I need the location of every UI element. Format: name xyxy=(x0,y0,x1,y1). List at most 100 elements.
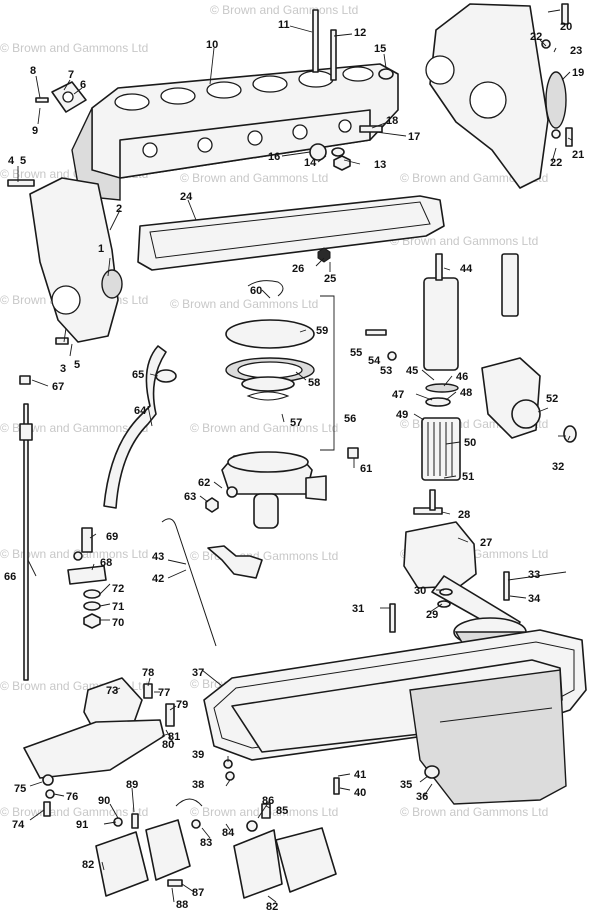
breather-hoses xyxy=(103,345,177,509)
callout-4: 4 xyxy=(8,155,15,167)
callout-57: 57 xyxy=(290,417,302,429)
callout-80: 80 xyxy=(162,739,174,751)
oil-filter-assembly xyxy=(365,253,577,481)
callout-33: 33 xyxy=(528,569,540,581)
bolt xyxy=(55,337,69,345)
callout-46: 46 xyxy=(456,371,468,383)
callout-81: 81 xyxy=(168,731,180,743)
stud xyxy=(389,603,396,633)
pump-cover-plate xyxy=(225,319,315,349)
leader-lines xyxy=(17,9,573,903)
dipstick-tube xyxy=(161,518,217,647)
callout-54: 54 xyxy=(368,355,381,367)
callout-5: 5 xyxy=(74,359,80,371)
hose-clip xyxy=(155,369,177,383)
filter-head-gasket xyxy=(511,399,541,429)
bolt xyxy=(561,3,569,25)
callout-49: 49 xyxy=(396,409,408,421)
callout-84: 84 xyxy=(222,827,235,839)
callout-38: 38 xyxy=(192,779,204,791)
callout-79: 79 xyxy=(176,699,188,711)
core-plug xyxy=(378,68,394,80)
crank-seal xyxy=(545,71,567,129)
filter-canister xyxy=(423,277,459,371)
engine-mounting-centre xyxy=(95,798,203,897)
oil-seal xyxy=(101,269,123,299)
callout-43: 43 xyxy=(152,551,164,563)
callout-82: 82 xyxy=(82,859,94,871)
callout-55: 55 xyxy=(350,347,362,359)
callout-3: 3 xyxy=(60,363,66,375)
callout-40: 40 xyxy=(354,787,366,799)
callout-76: 76 xyxy=(66,791,78,803)
cylinder-head xyxy=(71,63,399,201)
stud xyxy=(503,571,510,601)
circlip xyxy=(247,280,284,297)
valve-cover xyxy=(137,195,445,271)
callout-11: 11 xyxy=(278,19,290,31)
watermark-text: © Brown and Gammons Ltd xyxy=(390,234,538,248)
callout-45: 45 xyxy=(406,365,418,377)
oil-pump-assembly xyxy=(205,280,359,529)
screw xyxy=(347,447,359,459)
watermark-text: © Brown and Gammons Ltd xyxy=(400,805,548,819)
callout-69: 69 xyxy=(106,531,118,543)
callout-64: 64 xyxy=(134,405,147,417)
oil-sump xyxy=(203,571,587,805)
callout-34: 34 xyxy=(528,593,541,605)
watermark-text: © Brown and Gammons Ltd xyxy=(210,3,358,17)
watermark-text: © Brown and Gammons Ltd xyxy=(0,41,148,55)
callout-86: 86 xyxy=(262,795,274,807)
callout-78: 78 xyxy=(142,667,154,679)
watermark-text: © Brown and Gammons Ltd xyxy=(0,421,148,435)
callout-27: 27 xyxy=(480,537,492,549)
sensor-adaptor xyxy=(359,125,383,133)
callout-14: 14 xyxy=(304,157,317,169)
callout-37: 37 xyxy=(192,667,204,679)
tab-washer xyxy=(67,565,107,585)
callout-90: 90 xyxy=(98,795,110,807)
callout-42: 42 xyxy=(152,573,164,585)
callout-71: 71 xyxy=(112,601,124,613)
watermark-text: © Brown and Gammons Ltd xyxy=(190,421,338,435)
callout-15: 15 xyxy=(374,43,386,55)
bolt xyxy=(365,329,387,336)
callout-22: 22 xyxy=(550,157,562,169)
callout-70: 70 xyxy=(112,617,124,629)
callout-67: 67 xyxy=(52,381,64,393)
callout-52: 52 xyxy=(546,393,558,405)
callout-82: 82 xyxy=(266,901,278,913)
callout-32: 32 xyxy=(552,461,564,473)
callout-35: 35 xyxy=(400,779,412,791)
callout-51: 51 xyxy=(462,471,474,483)
watermark-text: © Brown and Gammons Ltd xyxy=(0,805,148,819)
engine-mounting-right xyxy=(233,803,337,899)
callout-85: 85 xyxy=(276,805,288,817)
callout-91: 91 xyxy=(76,819,88,831)
screw xyxy=(35,97,49,103)
callout-65: 65 xyxy=(132,369,144,381)
callout-12: 12 xyxy=(354,27,366,39)
callout-23: 23 xyxy=(570,45,582,57)
bolt xyxy=(565,127,573,147)
callout-19: 19 xyxy=(572,67,584,79)
callout-60: 60 xyxy=(250,285,262,297)
dipstick xyxy=(19,375,33,681)
callout-77: 77 xyxy=(158,687,170,699)
callout-8: 8 xyxy=(30,65,36,77)
dipstick-rod xyxy=(23,403,29,681)
callout-50: 50 xyxy=(464,437,476,449)
callout-41: 41 xyxy=(354,769,366,781)
callout-47: 47 xyxy=(392,389,404,401)
callout-7: 7 xyxy=(68,69,74,81)
callout-53: 53 xyxy=(380,365,392,377)
callout-18: 18 xyxy=(386,115,398,127)
washer xyxy=(331,147,345,157)
callout-87: 87 xyxy=(192,887,204,899)
oil-pipe-elbow xyxy=(207,545,263,579)
watermark-text: © Brown and Gammons Ltd xyxy=(170,297,318,311)
head-small-parts xyxy=(35,68,394,171)
callout-59: 59 xyxy=(316,325,328,337)
callout-21: 21 xyxy=(572,149,584,161)
